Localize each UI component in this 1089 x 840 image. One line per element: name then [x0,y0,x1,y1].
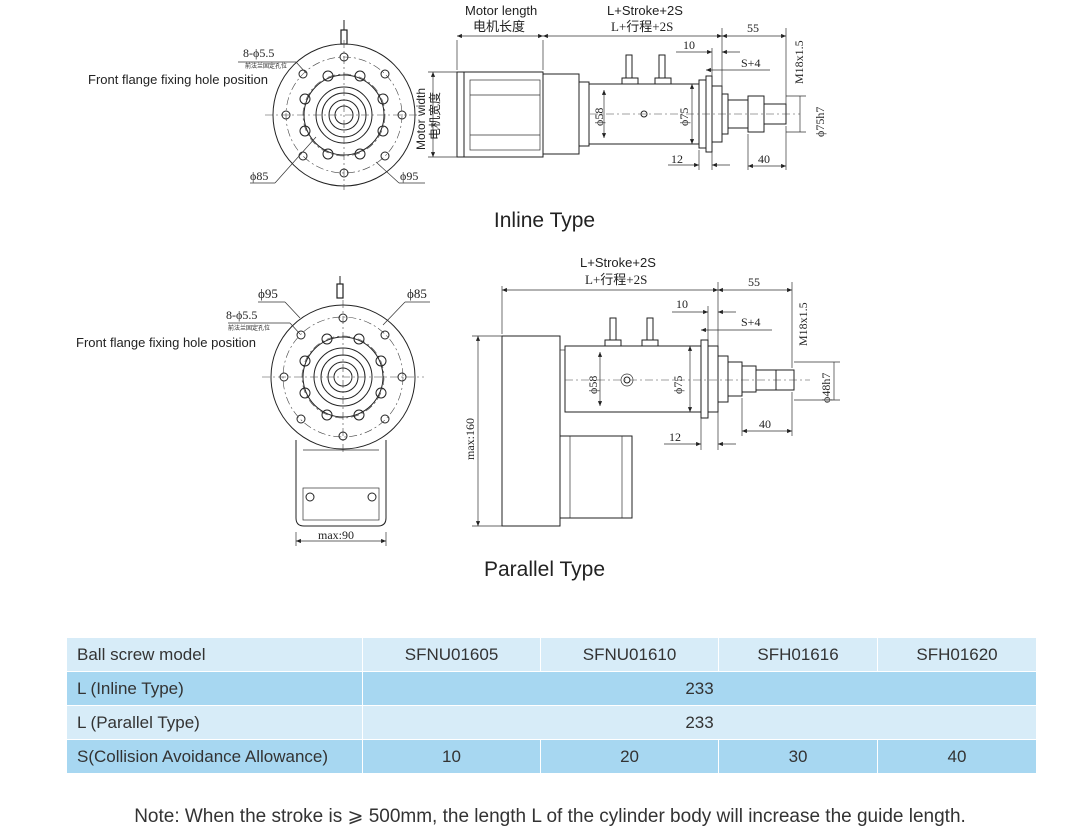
table-cell: 233 [362,671,1037,706]
table-cell: L (Parallel Type) [66,705,363,740]
parallel-d85-label: ϕ85 [407,286,427,301]
table-row: L (Inline Type) 233 [66,671,1037,706]
table-cell: L (Inline Type) [66,671,363,706]
note-text: Note: When the stroke is ⩾ 500mm, the le… [134,806,966,827]
parallel-dim40: 40 [759,417,771,431]
parallel-thread-label: M18x1.5 [796,302,810,346]
parallel-dim55: 55 [748,275,760,289]
parallel-stroke-label: L+Stroke+2S [580,255,656,270]
parallel-d95-label: ϕ95 [258,286,278,301]
inline-d95-label: ϕ95 [400,169,418,183]
table-cell: Ball screw model [66,637,363,672]
parallel-dim12: 12 [669,430,681,444]
inline-front-view [238,20,425,190]
table-cell: 233 [362,705,1037,740]
inline-motor-length-label: Motor length [465,3,537,18]
parallel-front-flange-label: Front flange fixing hole position [76,335,256,350]
parallel-stroke-cn: L+行程+2S [585,272,647,287]
table-header-row: Ball screw model SFNU01605 SFNU01610 SFH… [66,637,1037,672]
inline-dim40: 40 [758,152,770,166]
parallel-holes-cn-label: 前法兰固定孔位 [228,324,270,332]
parallel-type-title: Parallel Type [483,558,606,581]
parallel-side-view [472,282,840,527]
table-row: L (Parallel Type) 233 [66,705,1037,740]
parallel-max160-label: max:160 [463,418,477,460]
inline-front-flange-label: Front flange fixing hole position [88,72,268,87]
inline-d58-label: ϕ58 [592,108,606,126]
inline-stroke-label: L+Stroke+2S [607,3,683,18]
table-cell: 20 [540,739,720,774]
inline-holes-label: 8-ϕ5.5 [243,46,274,60]
inline-type-title: Inline Type [493,209,596,232]
parallel-front-view [228,276,430,546]
parallel-s4: S+4 [741,315,760,329]
table-cell: SFNU01610 [540,637,720,672]
parallel-holes-label: 8-ϕ5.5 [226,308,257,322]
inline-side-view [428,28,806,170]
table-cell: S(Collision Avoidance Allowance) [66,739,363,774]
table-cell: SFH01620 [877,637,1037,672]
table-cell: SFH01616 [718,637,879,672]
parallel-d75-label: ϕ75 [671,376,685,394]
inline-s4: S+4 [741,56,760,70]
inline-motor-length-cn: 电机长度 [473,19,525,34]
table-cell: 40 [877,739,1037,774]
inline-stroke-cn: L+行程+2S [611,19,673,34]
inline-d85-label: ϕ85 [250,169,268,183]
inline-dim10: 10 [683,38,695,52]
parallel-dim10: 10 [676,297,688,311]
inline-d75-label: ϕ75 [677,108,691,126]
table-row: S(Collision Avoidance Allowance) 10 20 3… [66,739,1037,774]
inline-motor-width-label: Motor width [414,88,428,150]
inline-thread-label: M18x1.5 [792,40,806,84]
table-cell: SFNU01605 [361,637,542,672]
inline-d75h7-label: ϕ75h7 [813,107,827,137]
inline-motor-width-cn: 电机宽度 [427,92,442,140]
spec-table: Ball screw model SFNU01605 SFNU01610 SFH… [66,637,1037,774]
inline-dim55: 55 [747,21,759,35]
technical-drawings: 8-ϕ5.5 前法兰固定孔位 Front flange fixing hole … [76,3,840,546]
parallel-max90-label: max:90 [318,528,354,542]
table-cell: 30 [718,739,879,774]
parallel-d58-label: ϕ58 [586,376,600,394]
inline-holes-cn-label: 前法兰固定孔位 [245,62,287,70]
parallel-d48h7-label: ϕ48h7 [819,373,833,403]
inline-dim12: 12 [671,152,683,166]
table-cell: 10 [361,739,542,774]
